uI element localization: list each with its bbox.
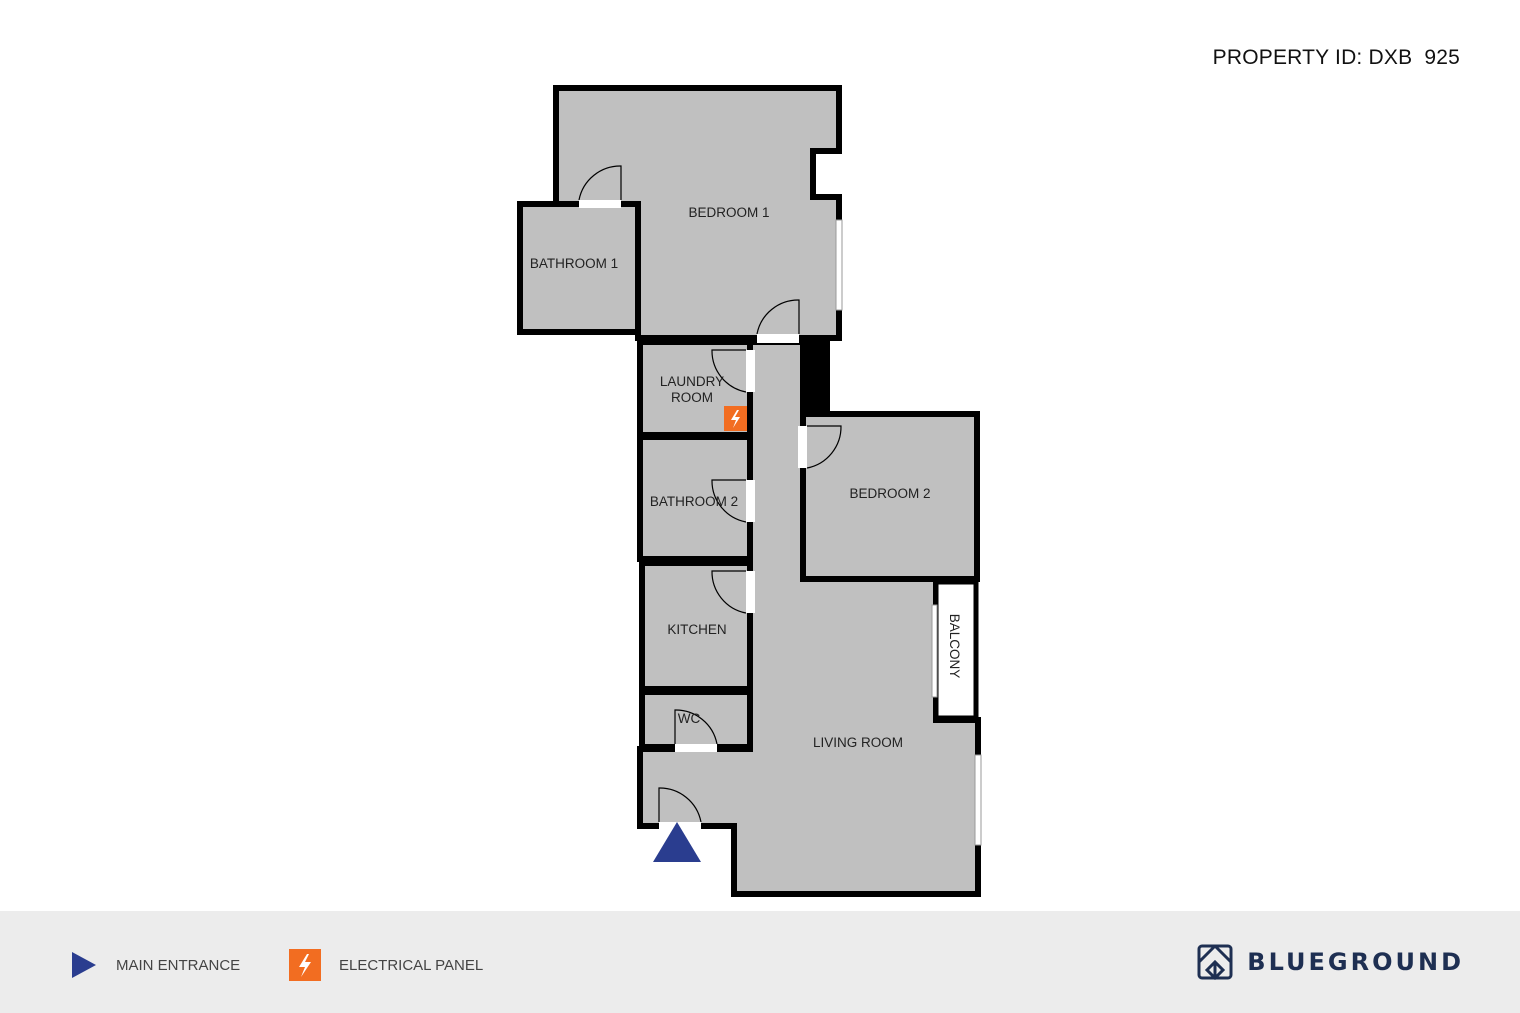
label-living-room: LIVING ROOM — [813, 735, 903, 750]
property-id: PROPERTY ID: DXB 925 — [1212, 46, 1460, 69]
door-kitchen[interactable] — [746, 571, 755, 613]
door-swing-bathroom-1 — [578, 165, 622, 201]
room-balcony[interactable] — [933, 579, 979, 721]
door-main-entrance[interactable] — [659, 822, 701, 830]
label-bedroom-2: BEDROOM 2 — [849, 486, 930, 501]
room-living-room[interactable] — [637, 339, 981, 897]
door-laundry[interactable] — [746, 350, 755, 392]
legend-main-entrance: MAIN ENTRANCE — [70, 949, 240, 981]
main-entrance-triangle-icon — [653, 822, 701, 862]
legend-main-entrance-label: MAIN ENTRANCE — [116, 956, 241, 974]
label-laundry-line1: LAUNDRY — [660, 374, 724, 389]
label-balcony: BALCONY — [947, 614, 962, 679]
door-swing-main — [658, 787, 702, 823]
door-bedroom-2[interactable] — [798, 426, 807, 468]
window-living-room — [974, 754, 982, 846]
legend-electrical-panel-label: ELECTRICAL PANEL — [339, 956, 484, 974]
label-wc: WC — [678, 711, 701, 726]
wall-block — [803, 341, 830, 413]
door-swing-bedroom-1 — [756, 299, 800, 335]
door-bathroom-2[interactable] — [746, 480, 755, 522]
label-bathroom-2: BATHROOM 2 — [650, 494, 738, 509]
door-swing-bathroom-2 — [711, 479, 747, 523]
label-laundry-line2: ROOM — [671, 390, 713, 405]
door-swing-kitchen — [711, 570, 747, 614]
brand: BLUEGROUND — [1197, 944, 1464, 980]
door-bathroom-1[interactable] — [579, 200, 621, 208]
brand-name: BLUEGROUND — [1247, 948, 1464, 976]
floor-plan: BEDROOM 1 BATHROOM 1 LAUNDRY ROOM BATHRO… — [517, 85, 982, 897]
play-triangle-icon — [72, 952, 96, 978]
electrical-panel-icon — [724, 406, 747, 431]
door-swing-laundry — [711, 349, 747, 393]
label-bathroom-1: BATHROOM 1 — [530, 256, 618, 271]
door-wc[interactable] — [675, 744, 717, 752]
door-swing-wc — [674, 709, 718, 745]
window-balcony — [931, 604, 938, 698]
label-kitchen: KITCHEN — [667, 622, 726, 637]
door-bedroom-1[interactable] — [757, 334, 799, 343]
blueground-logo-icon — [1197, 944, 1233, 980]
door-swing-bedroom-2 — [806, 425, 842, 469]
legend-electrical-panel: ELECTRICAL PANEL — [289, 949, 483, 981]
lightning-icon — [289, 949, 321, 981]
legend-footer: MAIN ENTRANCE ELECTRICAL PANEL BLUEGROUN… — [0, 911, 1520, 1013]
window-bedroom-1 — [835, 219, 843, 311]
label-bedroom-1: BEDROOM 1 — [688, 205, 769, 220]
